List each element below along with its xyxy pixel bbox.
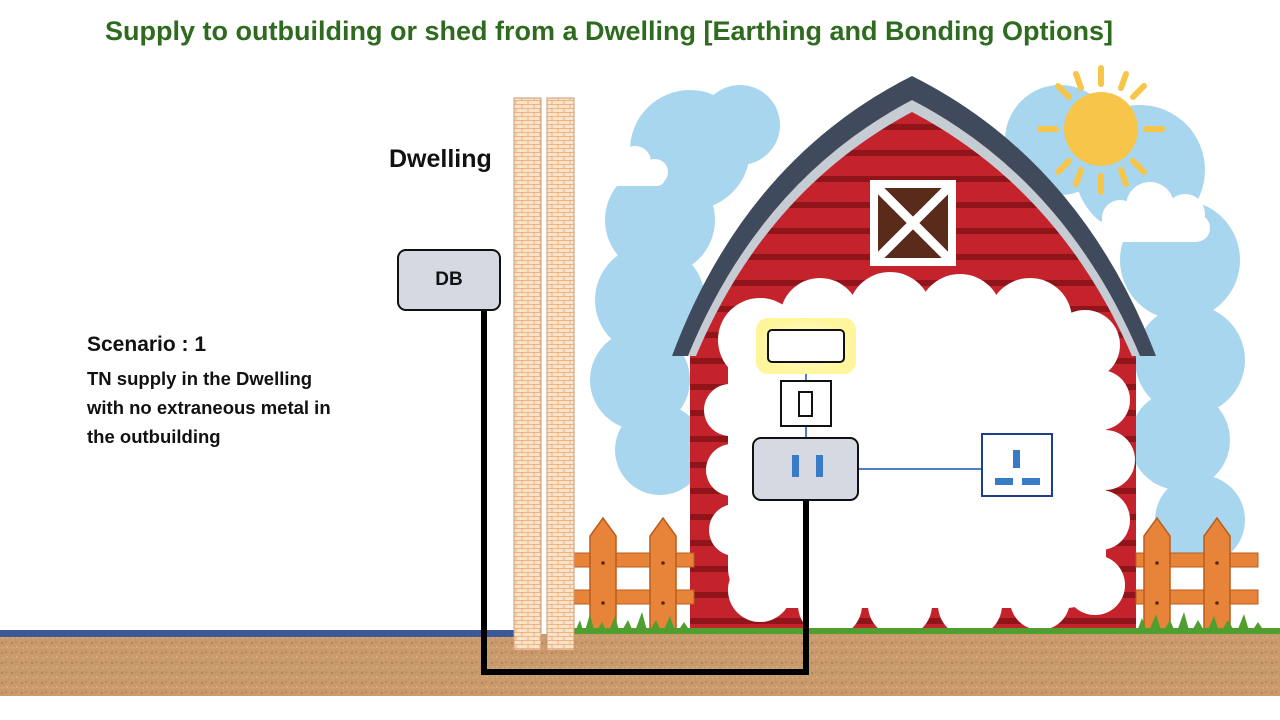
scenario-description: TN supply in the Dwelling with no extran… [87, 364, 387, 451]
page-title: Supply to outbuilding or shed from a Dwe… [105, 16, 1113, 46]
socket-outlet-icon [981, 433, 1053, 497]
fence-icon [573, 516, 695, 633]
earth-conductor-line [0, 630, 515, 637]
sun-icon [1037, 65, 1165, 195]
dwelling-wall [513, 97, 575, 651]
grass [574, 612, 1280, 636]
supply-cable [481, 311, 809, 675]
scenario-line: the outbuilding [87, 426, 221, 447]
interior-cloud [704, 272, 1135, 637]
scenario-line: TN supply in the Dwelling [87, 368, 313, 389]
scenario-heading: Scenario : 1 [87, 333, 207, 356]
fence-icon [1135, 516, 1259, 633]
cloud-icon [1100, 182, 1210, 242]
dwelling-label: Dwelling [389, 145, 492, 173]
switch-icon [780, 380, 832, 427]
barn-loft-window [870, 180, 956, 266]
light-fitting-icon [756, 318, 856, 374]
distribution-board: DB [397, 249, 501, 311]
distribution-board-label: DB [435, 269, 463, 290]
consumer-unit-icon [752, 437, 859, 501]
cloud-icon [601, 146, 668, 186]
ground [0, 634, 1280, 696]
scenario-line: with no extraneous metal in [87, 397, 331, 418]
